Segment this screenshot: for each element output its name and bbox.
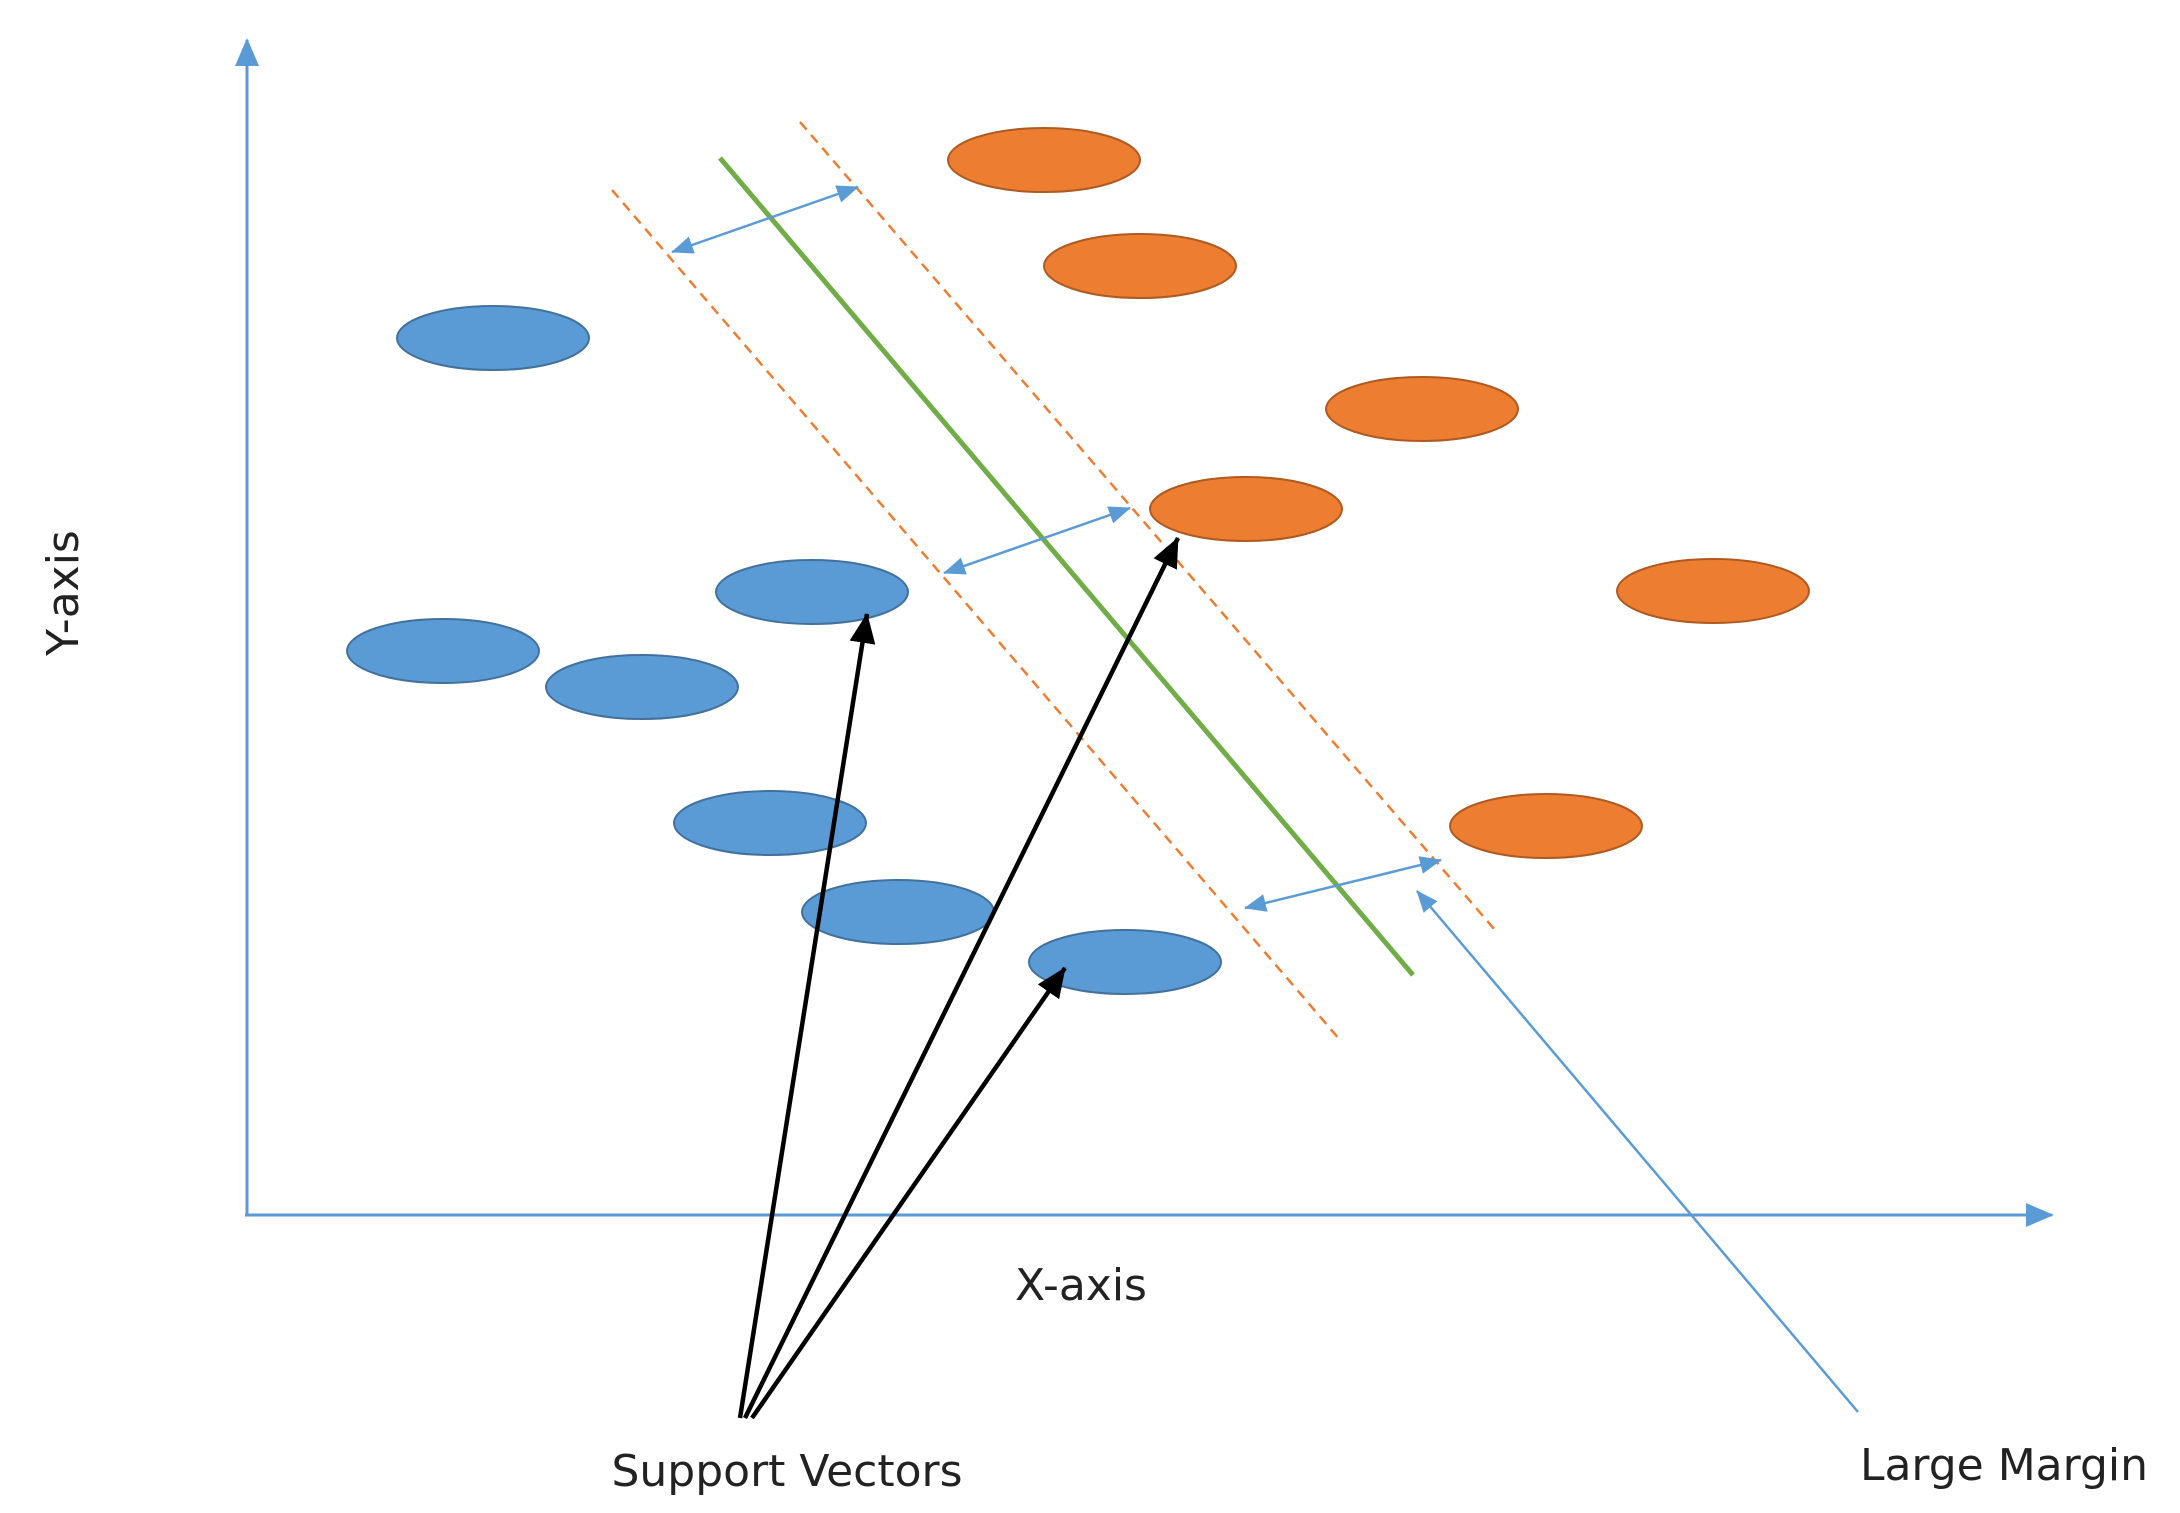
margin-boundary-right [799,121,1496,931]
support-vector-pointer-arrow [750,966,1067,1420]
class-b-points [947,127,1810,859]
class-a-point [396,305,590,371]
class-b-point [1616,558,1810,624]
class-a-point [346,618,540,684]
class-b-point [947,127,1141,193]
margin-arrow-top [671,185,859,254]
class-a-point [715,559,909,625]
margin-arrow-bottom [1244,856,1442,912]
x-axis-label: X-axis [1015,1260,1147,1311]
large-margin-pointer-arrow [1416,890,1859,1413]
class-b-point [1325,376,1519,442]
support-vector-pointer-arrow [742,537,1181,1419]
class-a-points [346,305,1222,995]
large-margin-label: Large Margin [1860,1440,2148,1491]
class-b-point [1449,793,1643,859]
class-a-point [545,654,739,720]
support-vector-pointers [737,537,1181,1420]
class-b-point [1043,233,1237,299]
margin-arrow-middle [943,506,1131,575]
class-a-point [673,790,867,856]
class-a-point [801,879,995,945]
class-b-point [1149,476,1343,542]
support-vector-pointer-arrow [737,613,876,1419]
support-vectors-label: Support Vectors [611,1446,962,1497]
class-a-point [1028,929,1222,995]
y-axis-label: Y-axis [38,530,89,657]
